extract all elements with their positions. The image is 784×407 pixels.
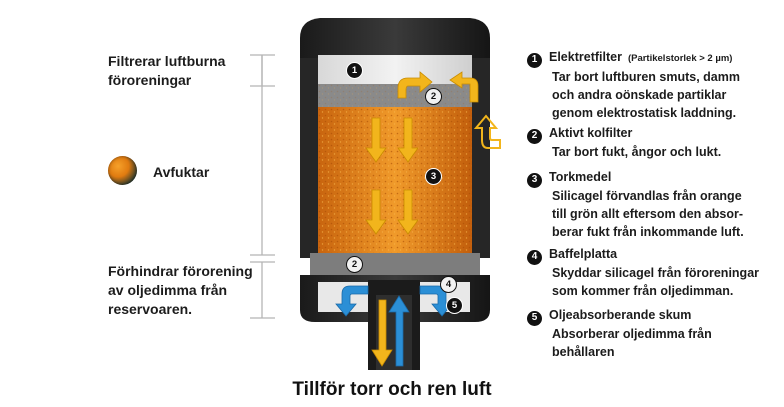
baffle-plate [310,253,480,275]
item-2: 2 Aktivt kolfilter Tar bort fukt, ångor … [527,124,784,161]
pin-2-bottom: 2 [346,256,363,273]
item-4-title: Baffelplatta [549,245,617,263]
pin-3: 3 [425,168,442,185]
electret-filter-layer [318,55,472,85]
item-5-desc-2: behållaren [552,343,784,361]
item-1-desc-3: genom elektrostatisk laddning. [552,104,784,122]
item-1-number: 1 [527,53,542,68]
item-3-number: 3 [527,173,542,188]
item-1-desc-2: och andra oönskade partiklar [552,86,784,104]
item-3-desc-2: till grön allt eftersom den absor- [552,205,784,223]
item-2-title: Aktivt kolfilter [549,124,632,142]
item-3-desc-3: berar fukt från inkommande luft. [552,223,784,241]
housing-left-wall [300,58,318,258]
item-1-title: Elektretfilter [549,48,622,66]
item-1-desc-1: Tar bort luftburen smuts, damm [552,68,784,86]
item-5-desc-1: Absorberar oljedimma från [552,325,784,343]
bottom-caption: Tillför torr och ren luft [0,379,784,401]
item-2-desc-1: Tar bort fukt, ångor och lukt. [552,143,784,161]
item-3-desc-1: Silicagel förvandlas från orange [552,187,784,205]
item-4-desc-2: som kommer från oljedimman. [552,282,784,300]
pin-1: 1 [346,62,363,79]
item-4: 4 Baffelplatta Skyddar silicagel från fö… [527,245,784,300]
item-1-note: (Partikelstorlek > 2 µm) [628,50,732,68]
item-5-title: Oljeabsorberande skum [549,306,691,324]
pin-5: 5 [446,297,463,314]
item-3-title: Torkmedel [549,168,611,186]
item-5: 5 Oljeabsorberande skum Absorberar oljed… [527,306,784,361]
item-4-desc-1: Skyddar silicagel från föroreningar [552,264,784,282]
item-3: 3 Torkmedel Silicagel förvandlas från or… [527,168,784,241]
item-5-number: 5 [527,311,542,326]
item-4-number: 4 [527,250,542,265]
item-2-number: 2 [527,129,542,144]
pin-4: 4 [440,276,457,293]
pin-2-top: 2 [425,88,442,105]
item-1: 1 Elektretfilter (Partikelstorlek > 2 µm… [527,48,784,122]
